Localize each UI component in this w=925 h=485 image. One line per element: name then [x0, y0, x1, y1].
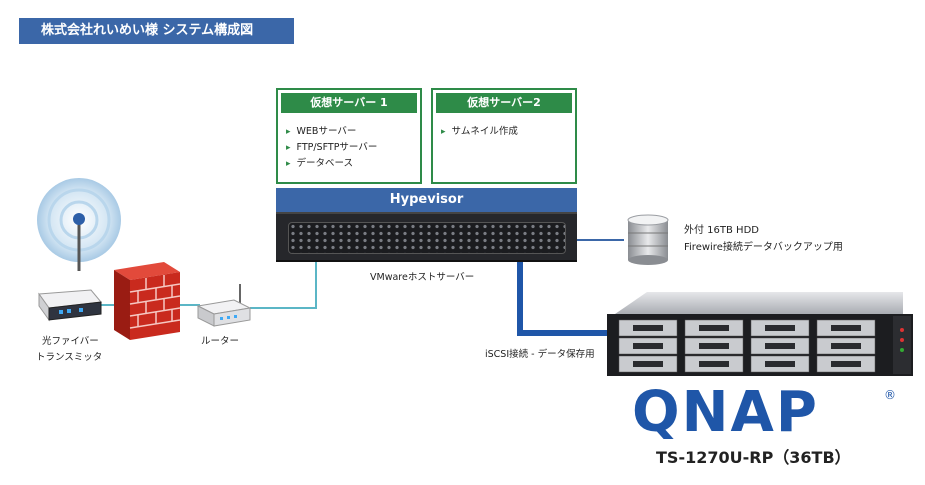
registered-mark-icon: ® — [884, 388, 896, 402]
fiber-transmitter-icon — [38, 289, 102, 322]
router-icon — [196, 284, 252, 327]
nas-model-label: TS-1270U-RP（36TB） — [656, 448, 851, 467]
iscsi-line — [517, 262, 612, 336]
server-grille — [288, 222, 566, 254]
vm-item: サムネイル作成 — [441, 124, 575, 140]
vm-item-list: サムネイル作成 — [433, 124, 575, 140]
host-server-label: VMwareホストサーバー — [370, 272, 475, 283]
router-label: ルーター — [201, 336, 240, 347]
vm-item: WEBサーバー — [286, 124, 420, 140]
hdd-name: 外付 16TB HDD — [684, 225, 759, 236]
hdd-description: Firewire接続データバックアップ用 — [684, 242, 843, 253]
vm-header: 仮想サーバー 1 — [280, 92, 418, 114]
host-server — [276, 212, 577, 262]
iscsi-label: iSCSI接続 - データ保存用 — [485, 349, 595, 360]
hypervisor-bar: Hypevisor — [276, 188, 577, 212]
vm-item: データベース — [286, 156, 420, 172]
transmitter-label-line1: 光ファイバー — [42, 336, 99, 347]
vm-header: 仮想サーバー2 — [435, 92, 573, 114]
transmitter-label-line2: トランスミッタ — [36, 352, 103, 363]
wifi-antenna-icon — [37, 178, 121, 271]
vm-item: FTP/SFTPサーバー — [286, 140, 420, 156]
diagram-title: 株式会社れいめい様 システム構成図 — [19, 18, 294, 44]
router-to-server-line — [250, 262, 317, 309]
nas-rack-icon — [607, 292, 913, 376]
vm-item-list: WEBサーバー FTP/SFTPサーバー データベース — [278, 124, 420, 172]
hdd-stack-icon — [627, 214, 669, 265]
virtual-server-2: 仮想サーバー2 サムネイル作成 — [431, 88, 577, 184]
qnap-logo: QNAP — [632, 380, 819, 445]
virtual-server-1: 仮想サーバー 1 WEBサーバー FTP/SFTPサーバー データベース — [276, 88, 422, 184]
firewall-brick-icon — [114, 262, 180, 340]
